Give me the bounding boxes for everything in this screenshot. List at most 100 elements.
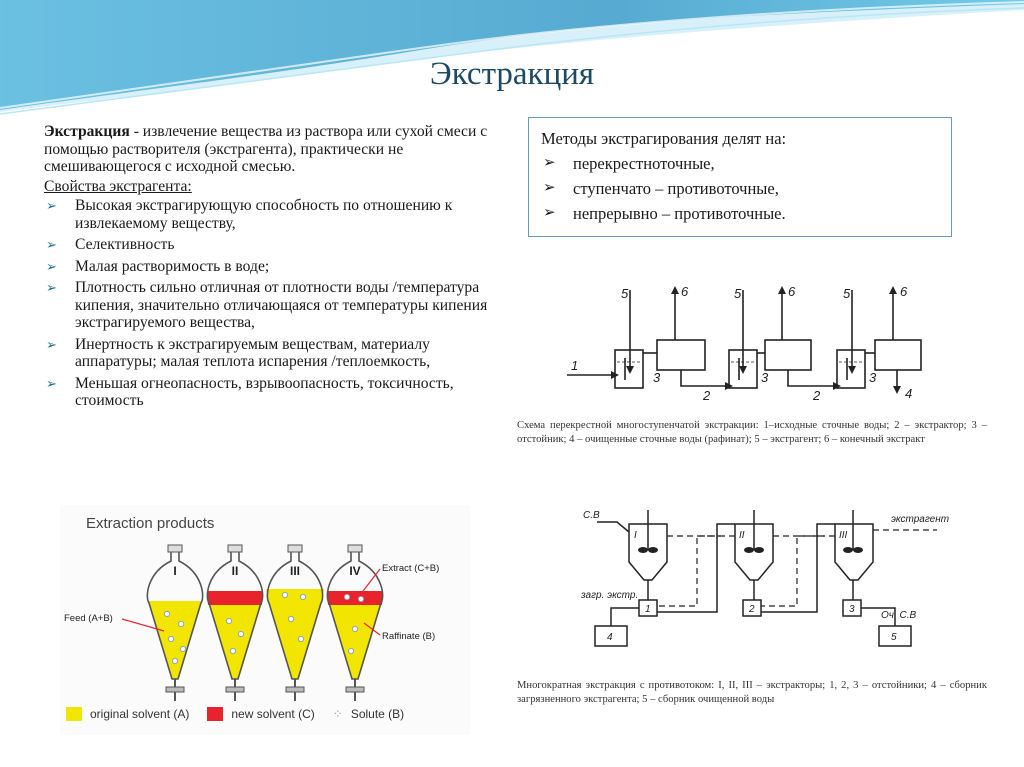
property-text: Меньшая огнеопасность, взрывоопасность, … xyxy=(75,374,454,410)
scheme2-label-r3: III xyxy=(839,530,848,541)
scheme2-label-r2: II xyxy=(739,530,745,541)
funnel-stopper xyxy=(167,544,183,553)
list-item: ➢ Высокая экстрагирующую способность по о… xyxy=(44,197,499,232)
arrow-bullet-icon: ➢ xyxy=(543,155,556,171)
counterflow-scheme-diagram: С.В экстрагент загр. экстр. Оч. С.В I II… xyxy=(580,510,949,647)
solute-dots-icon: ⁘ xyxy=(332,707,343,721)
funnel-stopper xyxy=(347,544,363,553)
solute-dot xyxy=(237,630,245,638)
funnel-outline xyxy=(206,550,264,680)
header-wave-decoration xyxy=(0,0,1024,115)
legend-label: Solute (B) xyxy=(350,707,405,721)
solute-dot xyxy=(347,647,355,655)
funnel-upper-layer xyxy=(266,589,324,601)
scheme2-label-t5: 5 xyxy=(891,632,897,643)
funnel-outline xyxy=(266,550,324,680)
scheme1-label-5: 5 xyxy=(734,286,742,301)
crossflow-scheme-panel: 1 5 5 5 6 6 6 3 3 3 2 2 4 Схема перекрес… xyxy=(507,278,997,468)
definition-text: - извлечение вещества из раствора или су… xyxy=(44,123,488,175)
legend-label: new solvent (C) xyxy=(231,707,315,721)
funnel-lower-layer xyxy=(208,601,262,679)
scheme1-label-2: 2 xyxy=(702,388,711,403)
scheme2-label-t2: 2 xyxy=(748,604,755,615)
funnel-stopper xyxy=(287,544,303,553)
funnel-lower-layer xyxy=(328,601,382,679)
funnel-tap xyxy=(285,686,305,693)
counterflow-scheme-panel: С.В экстрагент загр. экстр. Оч. С.В I II… xyxy=(507,502,997,717)
list-item: ➢ перекрестноточные, xyxy=(541,151,939,176)
feed-arrow xyxy=(121,618,165,632)
method-text: непрерывно – противоточные. xyxy=(573,204,786,223)
scheme2-label-zagr: загр. экстр. xyxy=(580,590,638,601)
scheme2-label-r1: I xyxy=(634,530,637,541)
legend-swatch-new xyxy=(207,707,224,721)
scheme2-label-extragent: экстрагент xyxy=(891,514,949,525)
solute-dot xyxy=(357,595,365,603)
list-item: ➢Меньшая огнеопасность, взрывоопасность,… xyxy=(44,375,499,410)
extract-label: Extract (C+B) xyxy=(382,563,439,574)
scheme1-caption: Схема перекрестной многоступенчатой экст… xyxy=(517,420,987,445)
solute-dot xyxy=(297,635,305,643)
funnel-lower-layer xyxy=(268,601,322,679)
scheme1-label-6: 6 xyxy=(788,284,796,299)
funnel-lower-layer xyxy=(148,601,202,679)
extraction-products-title: Extraction products xyxy=(86,515,215,532)
property-text: Плотность сильно отличная от плотности в… xyxy=(75,279,488,331)
funnel-label: IV xyxy=(349,564,360,578)
arrow-bullet-icon: ➢ xyxy=(46,258,57,274)
scheme1-label-4: 4 xyxy=(905,386,912,401)
funnel-label: III xyxy=(290,564,300,578)
arrow-bullet-icon: ➢ xyxy=(543,180,556,196)
property-text: Инертность к экстрагируемым веществам, м… xyxy=(75,335,431,371)
funnel-stopper xyxy=(227,544,243,553)
raffinate-label: Raffinate (B) xyxy=(382,631,435,642)
scheme2-caption: Многократная экстракция с противотоком: … xyxy=(517,680,987,705)
methods-heading: Методы экстрагирования делят на: xyxy=(541,129,787,148)
funnel-outline xyxy=(326,550,384,680)
solute-dot xyxy=(171,657,179,665)
list-item: ➢Плотность сильно отличная от плотности … xyxy=(44,279,499,332)
solute-dot xyxy=(281,591,289,599)
property-text: Высокая экстрагирующую способность по от… xyxy=(75,197,453,232)
legend: original solvent (A) new solvent (C) ⁘ S… xyxy=(66,707,466,721)
arrow-bullet-icon: ➢ xyxy=(543,205,556,221)
funnel-outline xyxy=(146,550,204,680)
funnel-upper-layer xyxy=(207,591,263,605)
scheme2-label-t1: 1 xyxy=(645,604,651,615)
funnel-label: II xyxy=(232,564,239,578)
crossflow-scheme-diagram: 1 5 5 5 6 6 6 3 3 3 2 2 4 xyxy=(567,284,922,403)
arrow-bullet-icon: ➢ xyxy=(46,336,57,352)
extract-arrow xyxy=(359,568,381,596)
scheme1-label-2: 2 xyxy=(812,388,821,403)
scheme1-label-3: 3 xyxy=(761,370,769,385)
page-title: Экстракция xyxy=(429,56,595,92)
scheme2-label-sv: С.В xyxy=(583,510,600,521)
solute-dot xyxy=(343,593,351,601)
list-item: ➢ непрерывно – противоточные. xyxy=(541,201,939,226)
funnel-upper-layer xyxy=(327,591,383,605)
method-text: перекрестноточные, xyxy=(573,154,715,173)
arrow-bullet-icon: ➢ xyxy=(46,198,57,213)
method-text: ступенчато – противоточные, xyxy=(573,179,779,198)
solute-dot xyxy=(167,635,175,643)
legend-swatch-original xyxy=(66,707,82,721)
scheme2-label-och: Оч. С.В xyxy=(881,610,917,621)
solute-dot xyxy=(299,593,307,601)
funnel-tap xyxy=(225,686,245,693)
funnel-label: I xyxy=(173,564,176,578)
property-text: Малая растворимость в воде; xyxy=(75,257,270,275)
solute-dot xyxy=(225,617,233,625)
raffinate-arrow xyxy=(363,622,381,636)
solute-dot xyxy=(177,620,185,628)
solute-dot xyxy=(229,647,237,655)
solute-dot xyxy=(163,610,171,618)
scheme1-label-3: 3 xyxy=(653,370,661,385)
solute-dot xyxy=(351,625,359,633)
list-item: ➢Селективность xyxy=(44,236,499,254)
arrow-bullet-icon: ➢ xyxy=(46,237,57,252)
properties-list: ➢ Высокая экстрагирующую способность по о… xyxy=(44,197,499,410)
funnel-tap xyxy=(345,686,365,693)
feed-label: Feed (A+B) xyxy=(64,613,113,624)
scheme1-label-3: 3 xyxy=(869,370,877,385)
